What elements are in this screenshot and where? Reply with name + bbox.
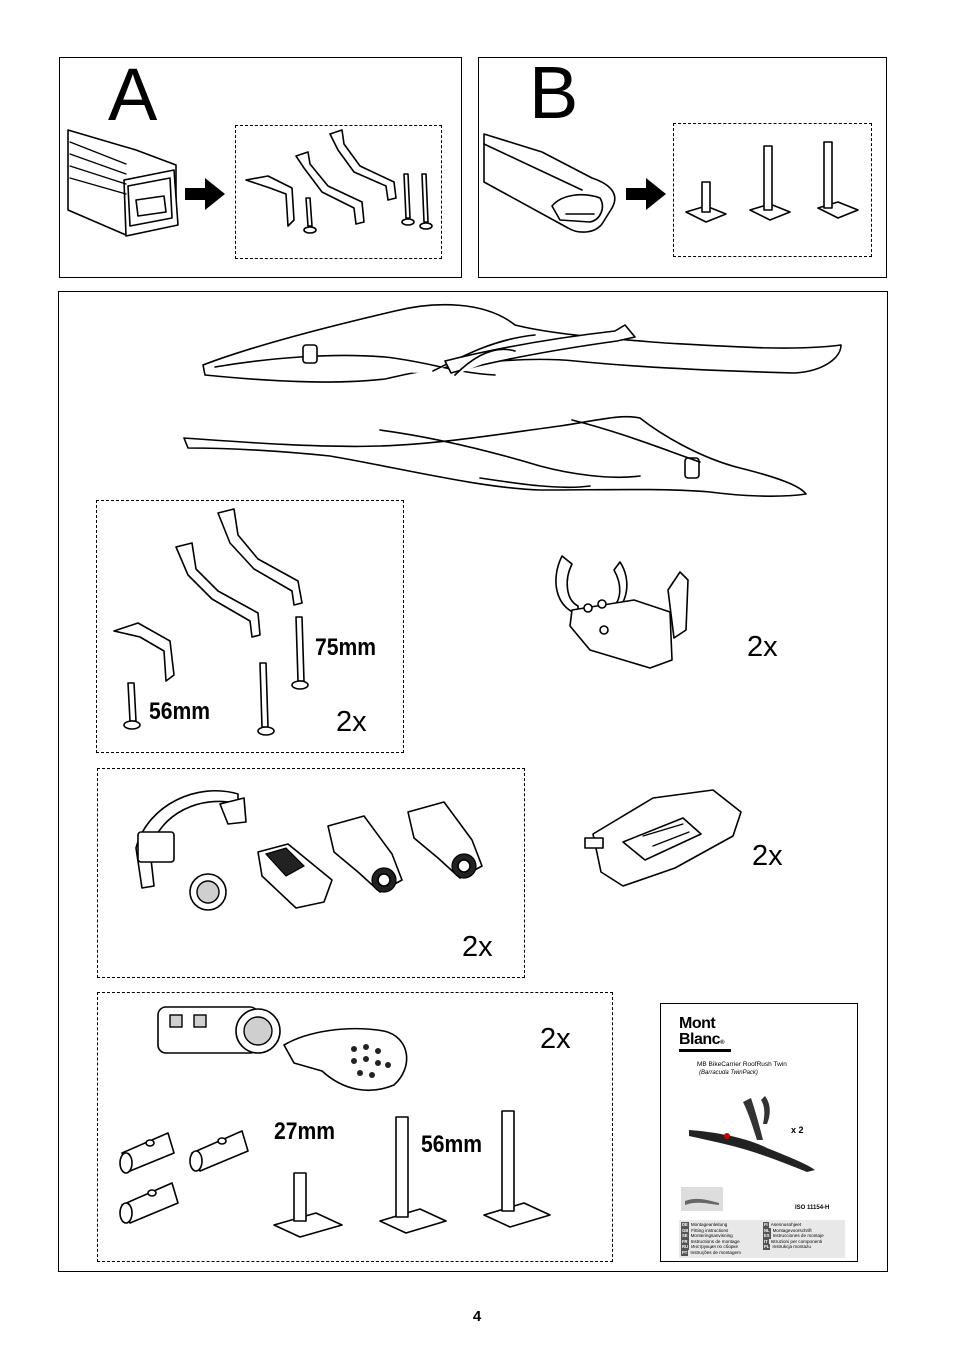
arrow-right-icon <box>185 178 225 210</box>
bracket-kit-quantity: 2x <box>336 706 367 738</box>
panel-a-brackets-illustration <box>245 129 433 234</box>
bracket-kit-illustration <box>113 508 309 736</box>
lock-kit-quantity: 2x <box>540 1023 571 1055</box>
length-label-27mm: 27mm <box>274 1118 336 1145</box>
manual-quantity: x 2 <box>791 1125 804 1135</box>
wheel-holder-illustration <box>555 555 689 669</box>
panel-b <box>478 57 887 278</box>
length-label-56mm-lock: 56mm <box>421 1131 483 1158</box>
manual-product-image <box>689 1096 815 1172</box>
panel-a-letter: A <box>108 53 158 136</box>
panel-b-letter: B <box>529 51 579 134</box>
panel-b-parts-box <box>673 123 872 257</box>
strap-kit-box <box>97 768 525 978</box>
manual-title: MB BikeCarrier RoofRush Twin <box>697 1061 787 1068</box>
iso-label: ISO 11154-H <box>795 1205 830 1211</box>
length-label-75mm: 75mm <box>315 634 377 661</box>
length-label-56mm: 56mm <box>149 698 211 725</box>
bracket-kit-box <box>96 500 404 753</box>
lock-kit-illustration <box>119 1006 551 1238</box>
panel-a-parts-box <box>235 125 442 259</box>
manual-subtitle: (Barracuda TwinPack) <box>699 1070 758 1076</box>
strap-kit-illustration <box>135 789 483 911</box>
contents-panel <box>58 291 888 1272</box>
bike-carrier-tray-upper <box>202 303 842 383</box>
page-number: 4 <box>472 1308 482 1325</box>
manual-thumbnail-image <box>681 1187 723 1211</box>
aero-roof-bar-illustration <box>483 133 616 233</box>
mounting-plate-illustration <box>584 789 742 887</box>
brand-underline <box>679 1049 731 1052</box>
panel-a <box>59 57 462 278</box>
bike-carrier-tray-lower <box>183 415 807 497</box>
strap-kit-quantity: 2x <box>462 931 493 963</box>
brand-logo: Mont Blanc® <box>679 1015 724 1048</box>
panel-b-tbolts-illustration <box>685 141 859 223</box>
lock-kit-box <box>97 992 613 1262</box>
arrow-right-icon <box>626 178 666 210</box>
square-roof-bar-illustration <box>67 129 179 237</box>
mounting-plate-quantity: 2x <box>752 840 783 872</box>
manual-cover: Mont Blanc® MB BikeCarrier RoofRush Twin… <box>660 1003 858 1262</box>
wheel-holder-quantity: 2x <box>747 631 778 663</box>
